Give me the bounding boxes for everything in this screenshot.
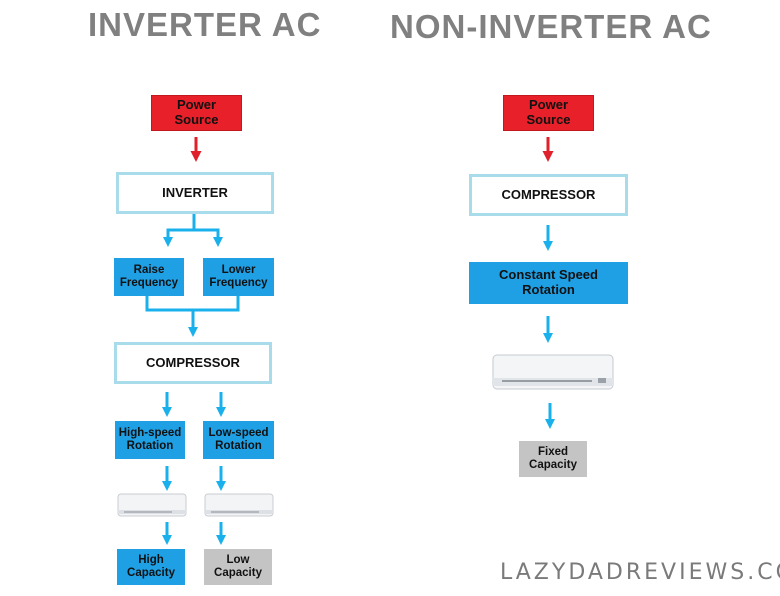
non-inverter-power-source-box: Power Source [503,95,594,131]
air-conditioner-icon [492,354,614,390]
non-inverter-arrows [542,137,555,429]
compressor-label: COMPRESSOR [501,186,596,202]
inverter-power-source-box: Power Source [151,95,242,131]
watermark: LAZYDADREVIEWS.COM [500,560,780,585]
inverter-label: INVERTER [162,184,228,200]
lower-frequency-label: Lower Frequency [209,263,268,289]
high-capacity-box: High Capacity [117,549,185,585]
inverter-arrows [145,137,240,545]
fixed-capacity-label: Fixed Capacity [529,445,577,471]
inverter-ac-title: INVERTER AC [88,6,322,43]
high-capacity-label: High Capacity [127,553,175,579]
low-capacity-box: Low Capacity [204,549,272,585]
raise-frequency-label: Raise Frequency [119,263,179,289]
low-speed-rotation-label: Low-speed Rotation [208,426,269,452]
non-inverter-compressor-box: COMPRESSOR [469,174,628,216]
power-source-label: Power Source [174,97,219,127]
arrow-inverter-to-raise [163,214,196,247]
constant-speed-rotation-box: Constant Speed Rotation [469,262,628,304]
air-conditioner-icon [204,493,274,517]
constant-speed-rotation-label: Constant Speed Rotation [499,267,598,297]
high-speed-rotation-label: High-speed Rotation [118,426,182,452]
raise-frequency-box: Raise Frequency [114,258,184,296]
merge-line [145,296,240,312]
fixed-capacity-box: Fixed Capacity [519,441,587,477]
low-capacity-label: Low Capacity [214,553,262,579]
non-inverter-ac-title: NON-INVERTER AC [390,8,712,45]
inverter-box: INVERTER [116,172,274,214]
inverter-compressor-box: COMPRESSOR [114,342,272,384]
low-speed-rotation-box: Low-speed Rotation [203,421,274,459]
lower-frequency-box: Lower Frequency [203,258,274,296]
air-conditioner-icon [117,493,187,517]
compressor-label: COMPRESSOR [146,354,240,370]
power-source-label: Power Source [526,97,571,127]
arrow-inverter-to-lower [194,228,223,247]
high-speed-rotation-box: High-speed Rotation [115,421,185,459]
